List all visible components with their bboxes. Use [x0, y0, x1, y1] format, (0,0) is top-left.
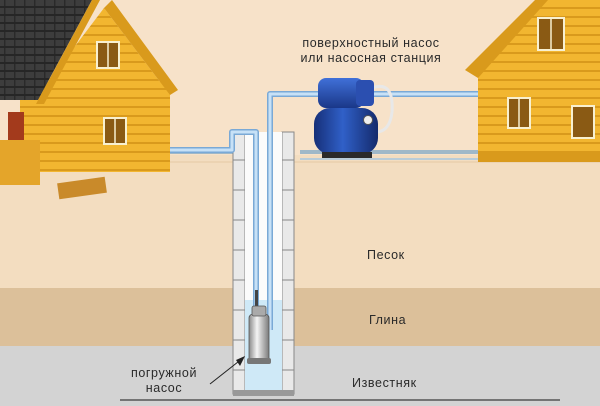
right-house — [465, 0, 600, 162]
pipes — [170, 85, 478, 330]
submersible-pump-label: погружной насос — [118, 366, 210, 396]
tank-stand — [322, 152, 372, 158]
left-house-door — [8, 112, 24, 148]
flex-hose — [371, 85, 394, 134]
submersible-pump-body — [248, 313, 270, 363]
surface-pump-label: поверхностный насос или насосная станция — [276, 36, 466, 66]
surface-pump-station — [314, 78, 378, 158]
well-casing-left — [232, 131, 246, 395]
submersible-pump-arrowhead — [236, 356, 245, 366]
well-bottom — [233, 390, 294, 396]
soil-label-limestone: Известняк — [352, 376, 417, 390]
left-house-roof-edge — [36, 0, 100, 104]
right-house-base — [478, 152, 600, 162]
submersible-pump-label-line2: насос — [145, 381, 183, 395]
soil-label-clay: Глина — [369, 313, 407, 327]
pressure-tank — [314, 108, 378, 154]
soil-label-sand: Песок — [367, 248, 405, 262]
left-house-roof — [0, 0, 92, 100]
left-house-porch — [0, 140, 40, 185]
submersible-pump-base — [247, 358, 271, 364]
limestone-layer — [0, 346, 600, 406]
casing-joints — [233, 159, 294, 371]
submersible-pump-label-line1: погружной — [130, 366, 198, 380]
submersible-pump-cable — [255, 290, 258, 310]
surface-pump-label-line2: или насосная станция — [300, 51, 442, 65]
pump-motor — [318, 78, 364, 108]
clay-layer — [0, 288, 600, 348]
left-house-roof-right — [104, 0, 178, 95]
well-casing-right — [281, 131, 295, 395]
pressure-gauge — [363, 115, 373, 125]
left-house-steps — [57, 176, 107, 200]
left-house — [0, 0, 178, 200]
sand-layer — [0, 155, 600, 290]
surface-pump-label-line1: поверхностный насос — [302, 36, 440, 50]
submersible-pump-leader — [209, 357, 244, 385]
right-house-window-right — [571, 105, 595, 139]
pump-head — [356, 80, 374, 106]
submersible-pump-top — [251, 305, 267, 317]
submersible-pump — [247, 290, 271, 364]
right-house-roof-edge — [465, 0, 548, 78]
